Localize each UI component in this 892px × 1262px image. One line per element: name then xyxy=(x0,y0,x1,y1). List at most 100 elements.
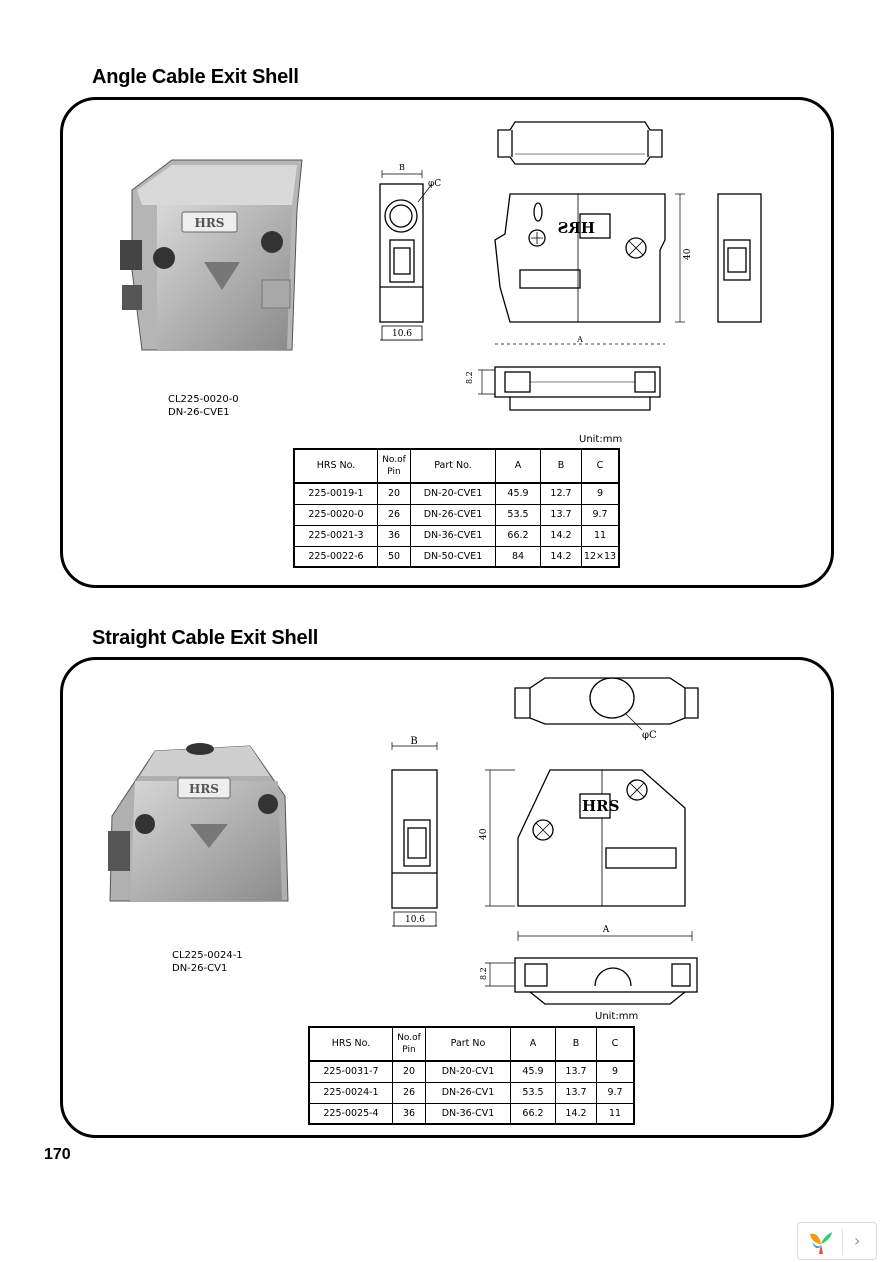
caption-line: DN-26-CV1 xyxy=(172,963,228,974)
cell: 225-0024-1 xyxy=(308,1081,393,1104)
dim-b-label: B xyxy=(410,736,417,747)
nav-divider xyxy=(842,1229,843,1255)
cell: 9 xyxy=(596,1060,635,1083)
col-a: A xyxy=(495,448,541,484)
col-b: B xyxy=(555,1026,597,1062)
cell: 225-0031-7 xyxy=(308,1060,393,1083)
straight-caption: CL225-0024-1 DN-26-CV1 xyxy=(172,949,243,975)
angle-spec-table: HRS No. No.of Pin Part No. A B C 225-001… xyxy=(293,448,620,568)
caption-line: CL225-0024-1 xyxy=(172,950,243,961)
cell: 225-0025-4 xyxy=(308,1102,393,1125)
cell: 11 xyxy=(581,524,620,547)
dim-width-label: 10.6 xyxy=(405,915,425,925)
dim-height-label: 40 xyxy=(479,828,489,840)
cell: 225-0021-3 xyxy=(293,524,378,547)
dim-a-label: A xyxy=(576,335,583,344)
viewer-logo-icon xyxy=(810,1232,832,1254)
cell: 53.5 xyxy=(495,503,541,526)
viewer-nav-widget: › xyxy=(797,1222,877,1260)
cell: 20 xyxy=(392,1060,426,1083)
col-pins: No.of Pin xyxy=(377,448,411,484)
drawing-logo-text: HRS xyxy=(582,797,619,815)
cell: DN-36-CV1 xyxy=(425,1102,511,1125)
angle-shell-drawings: B φC 10.6 40 A 8.2 HRS xyxy=(379,121,762,411)
col-a: A xyxy=(510,1026,556,1062)
col-b: B xyxy=(540,448,582,484)
col-pins: No.of Pin xyxy=(392,1026,426,1062)
cell: 84 xyxy=(495,545,541,568)
cell: 14.2 xyxy=(540,524,582,547)
shell-logo-text: HRS xyxy=(189,782,219,796)
col-c: C xyxy=(581,448,620,484)
cell: 13.7 xyxy=(555,1060,597,1083)
cell: 36 xyxy=(377,524,411,547)
section-title-angle: Angle Cable Exit Shell xyxy=(92,66,299,88)
col-part-no: Part No. xyxy=(410,448,496,484)
dim-depth-label: 8.2 xyxy=(465,371,474,384)
cell: 26 xyxy=(377,503,411,526)
cell: 66.2 xyxy=(495,524,541,547)
straight-spec-table: HRS No. No.of Pin Part No A B C 225-0031… xyxy=(308,1026,635,1125)
caption-line: CL225-0020-0 xyxy=(168,394,239,405)
col-c: C xyxy=(596,1026,635,1062)
cell: 14.2 xyxy=(540,545,582,568)
cell: 50 xyxy=(377,545,411,568)
dim-depth-label: 8.2 xyxy=(479,967,488,980)
caption-line: DN-26-CVE1 xyxy=(168,407,230,418)
cell: 45.9 xyxy=(495,482,541,505)
cell: 9.7 xyxy=(596,1081,635,1104)
cell: 225-0019-1 xyxy=(293,482,378,505)
angle-shell-panel xyxy=(60,97,834,588)
cell: 225-0022-6 xyxy=(293,545,378,568)
cell: DN-26-CV1 xyxy=(425,1081,511,1104)
section-title-straight: Straight Cable Exit Shell xyxy=(92,627,319,649)
cell: 20 xyxy=(377,482,411,505)
cell: DN-20-CV1 xyxy=(425,1060,511,1083)
cell: 66.2 xyxy=(510,1102,556,1125)
dim-b-label: B xyxy=(399,163,405,172)
cell: 14.2 xyxy=(555,1102,597,1125)
cell: DN-50-CVE1 xyxy=(410,545,496,568)
dim-c-label: φC xyxy=(642,730,657,741)
cell: 225-0020-0 xyxy=(293,503,378,526)
cell: 11 xyxy=(596,1102,635,1125)
cell: 26 xyxy=(392,1081,426,1104)
straight-shell-photo: HRS xyxy=(108,743,289,902)
cell: 13.7 xyxy=(555,1081,597,1104)
col-hrs-no: HRS No. xyxy=(308,1026,393,1062)
cell: 45.9 xyxy=(510,1060,556,1083)
chevron-right-icon[interactable]: › xyxy=(854,1231,861,1250)
col-hrs-no: HRS No. xyxy=(293,448,378,484)
page-number: 170 xyxy=(44,1146,71,1163)
cell: 12.7 xyxy=(540,482,582,505)
cell: DN-26-CVE1 xyxy=(410,503,496,526)
dim-c-label: φC xyxy=(428,179,441,189)
angle-shell-photo: HRS xyxy=(120,159,303,351)
dim-height-label: 40 xyxy=(683,248,693,260)
table-header-row: HRS No. No.of Pin Part No A B C xyxy=(308,1026,635,1062)
cell: 13.7 xyxy=(540,503,582,526)
cell: DN-20-CVE1 xyxy=(410,482,496,505)
table-header-row: HRS No. No.of Pin Part No. A B C xyxy=(293,448,620,484)
col-part-no: Part No xyxy=(425,1026,511,1062)
straight-shell-panel xyxy=(60,657,834,1138)
drawing-logo-text: HRS xyxy=(558,219,595,237)
cell: 12×13 xyxy=(581,545,620,568)
cell: 9.7 xyxy=(581,503,620,526)
cell: 36 xyxy=(392,1102,426,1125)
dim-a-label: A xyxy=(602,925,610,935)
unit-label: Unit:mm xyxy=(595,1011,639,1022)
angle-caption: CL225-0020-0 DN-26-CVE1 xyxy=(168,393,239,419)
cell: 9 xyxy=(581,482,620,505)
straight-shell-drawings: B φC 10.6 40 A 8.2 HRS xyxy=(391,677,699,1005)
unit-label: Unit:mm xyxy=(579,434,623,445)
dim-width-label: 10.6 xyxy=(392,329,412,339)
cell: 53.5 xyxy=(510,1081,556,1104)
